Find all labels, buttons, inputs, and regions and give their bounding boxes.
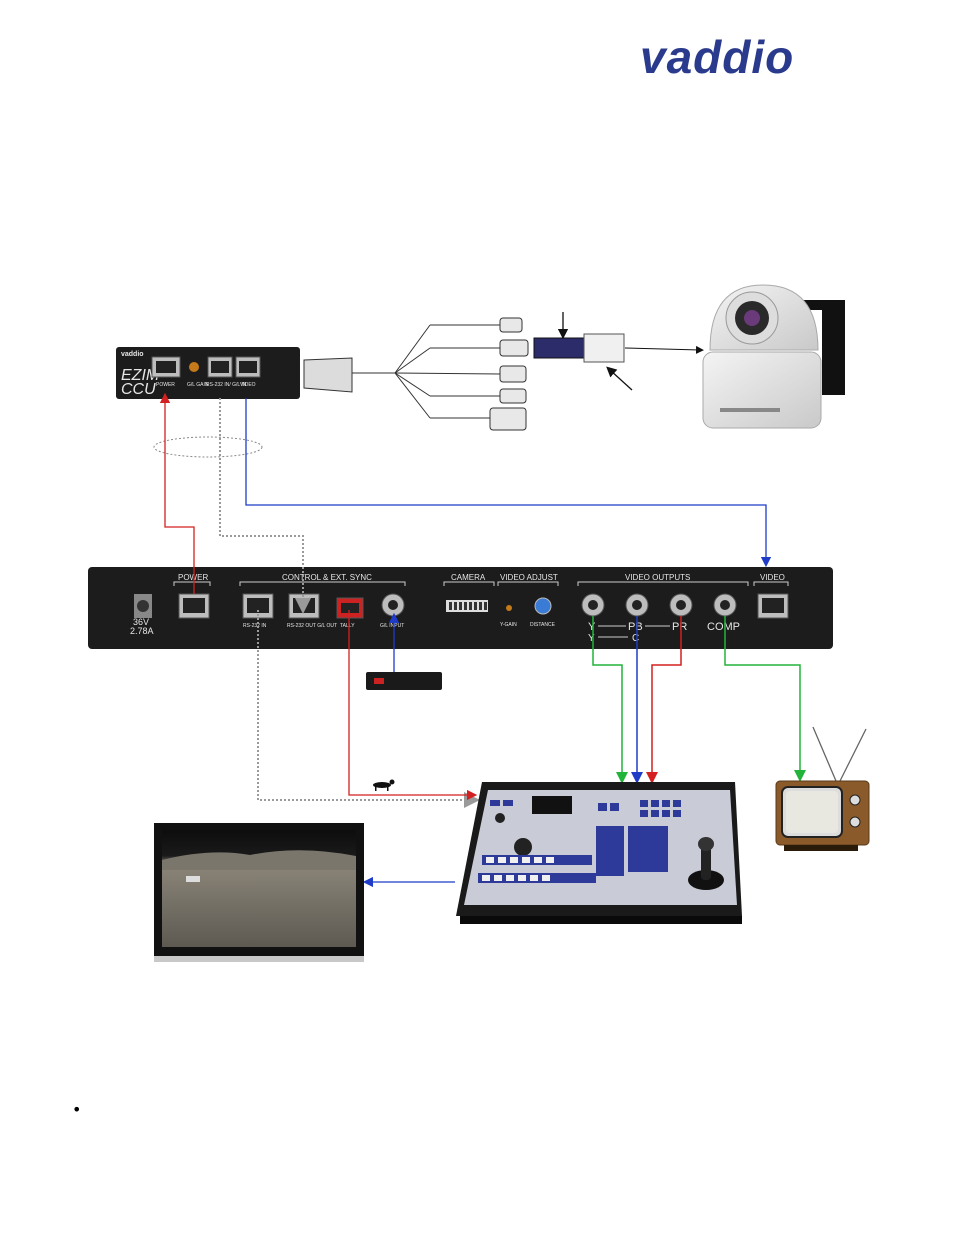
output-y: Y xyxy=(588,621,596,633)
section-video-adjust: VIDEO ADJUST xyxy=(500,573,558,582)
power-rating-line1: 36V xyxy=(133,617,149,627)
ccu-port-power: POWER xyxy=(156,382,175,388)
ccu-port-rs232: RS-232 IN/ G/L IN xyxy=(206,382,247,388)
section-video: VIDEO xyxy=(760,573,785,582)
output-pb: PB xyxy=(628,621,643,633)
ccu-name-line1: EZIM xyxy=(121,367,160,384)
y-output-line xyxy=(592,616,628,784)
rs232-control-line xyxy=(257,610,480,808)
sync-generator xyxy=(366,672,442,690)
section-power: POWER xyxy=(178,573,208,582)
cable-bundle-ellipse xyxy=(153,436,263,458)
section-camera: CAMERA xyxy=(451,573,486,582)
svideo-c: C xyxy=(632,633,639,644)
ezim-ccu-box: vaddio EZIM CCU POWER G/L GAIN RS-232 IN… xyxy=(116,347,300,399)
video-cable-line xyxy=(245,398,772,568)
bullet-point: • xyxy=(72,1100,82,1119)
ccu-port-video: VIDEO xyxy=(240,382,256,388)
dog-icon xyxy=(373,779,395,791)
rear-panel: 36V 2.78A POWER CONTROL & EXT. SYNC CAME… xyxy=(88,567,833,649)
production-controller xyxy=(456,782,742,924)
rs232-gl-line xyxy=(219,398,311,614)
retro-tv xyxy=(775,726,870,851)
output-pr: PR xyxy=(672,621,687,633)
port-rs232-in: RS-232 IN xyxy=(243,623,267,629)
pr-output-line xyxy=(646,616,682,784)
ptz-camera xyxy=(702,284,845,429)
port-tally: TALLY xyxy=(340,623,355,629)
vaddio-logo: vaddio xyxy=(640,31,794,83)
tally-line xyxy=(348,610,478,801)
output-comp: COMP xyxy=(707,621,740,633)
section-control: CONTROL & EXT. SYNC xyxy=(282,573,372,582)
label-y-gain: Y-GAIN xyxy=(500,622,517,628)
ccu-brand: vaddio xyxy=(121,351,144,358)
flat-screen-monitor xyxy=(154,823,364,962)
adapter-module xyxy=(533,312,704,391)
ccu-port-gl-gain: G/L GAIN xyxy=(187,382,209,388)
label-distance: DISTANCE xyxy=(530,622,556,628)
breakout-cable xyxy=(303,324,501,419)
composite-output-line xyxy=(724,616,806,782)
power-cable-line xyxy=(159,392,195,594)
logo-text: vaddio xyxy=(640,31,794,83)
ccu-name-line2: CCU xyxy=(121,381,156,398)
cable-connectors xyxy=(489,317,529,431)
power-rating-line2: 2.78A xyxy=(130,626,154,636)
port-rs232-out: RS-232 OUT G/L OUT xyxy=(287,623,337,629)
port-gl-input: G/L INPUT xyxy=(380,623,404,629)
svideo-y: Y xyxy=(588,633,595,644)
section-video-outputs: VIDEO OUTPUTS xyxy=(625,573,690,582)
